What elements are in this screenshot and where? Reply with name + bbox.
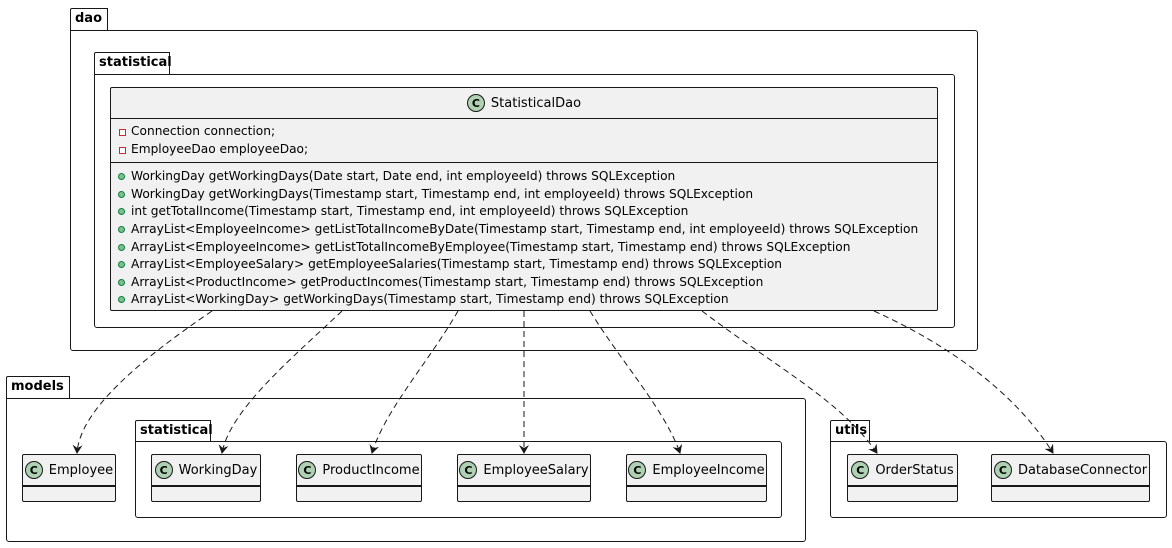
class-divider bbox=[23, 486, 115, 495]
class-name: DatabaseConnector bbox=[1017, 462, 1148, 478]
class-employee[interactable]: C Employee bbox=[22, 454, 116, 502]
class-divider bbox=[992, 486, 1149, 495]
arrow-to-database-connector bbox=[873, 310, 1054, 454]
package-label-utils: utils bbox=[835, 423, 868, 438]
method-item: int getTotalIncome(Timestamp start, Time… bbox=[111, 203, 937, 221]
method-item: ArrayList<EmployeeIncome> getListTotalIn… bbox=[111, 221, 937, 239]
arrow-to-working-day bbox=[218, 310, 343, 454]
class-name: StatisticalDao bbox=[490, 95, 582, 111]
class-header: C StatisticalDao bbox=[111, 88, 937, 119]
package-label-models: models bbox=[11, 379, 64, 394]
class-icon: C bbox=[628, 461, 647, 479]
class-header: C EmployeeSalary bbox=[458, 455, 590, 486]
package-label-models-statistical: statistical bbox=[140, 423, 213, 438]
package-label-dao-statistical: statistical bbox=[99, 55, 172, 70]
class-working-day[interactable]: C WorkingDay bbox=[151, 454, 261, 502]
package-label-dao: dao bbox=[75, 11, 103, 26]
method-item: ArrayList<ProductIncome> getProductIncom… bbox=[111, 274, 937, 292]
method-list: WorkingDay getWorkingDays(Date start, Da… bbox=[111, 162, 937, 309]
field-item: EmployeeDao employeeDao; bbox=[111, 141, 937, 159]
class-divider bbox=[152, 486, 260, 495]
class-divider bbox=[848, 486, 957, 495]
class-icon: C bbox=[154, 461, 173, 479]
class-icon: C bbox=[993, 461, 1012, 479]
class-divider bbox=[458, 486, 590, 495]
class-icon: C bbox=[466, 94, 485, 112]
class-header: C WorkingDay bbox=[152, 455, 260, 486]
class-divider bbox=[297, 486, 421, 495]
package-tab-models-statistical: statistical bbox=[135, 420, 213, 443]
class-name: EmployeeIncome bbox=[652, 462, 765, 478]
method-item: ArrayList<EmployeeIncome> getListTotalIn… bbox=[111, 239, 937, 257]
method-item: WorkingDay getWorkingDays(Timestamp star… bbox=[111, 186, 937, 204]
class-name: Employee bbox=[48, 462, 114, 478]
class-statistical-dao[interactable]: C StatisticalDao Connection connection; … bbox=[110, 87, 938, 311]
class-icon: C bbox=[851, 461, 870, 479]
field-list: Connection connection; EmployeeDao emplo… bbox=[111, 119, 937, 162]
package-tab-dao-statistical: statistical bbox=[94, 52, 172, 75]
class-header: C DatabaseConnector bbox=[992, 455, 1149, 486]
arrow-to-product-income bbox=[369, 310, 459, 454]
class-icon: C bbox=[298, 461, 317, 479]
class-order-status[interactable]: C OrderStatus bbox=[847, 454, 958, 502]
class-product-income[interactable]: C ProductIncome bbox=[296, 454, 422, 502]
class-icon: C bbox=[459, 461, 478, 479]
method-item: ArrayList<EmployeeSalary> getEmployeeSal… bbox=[111, 256, 937, 274]
class-icon: C bbox=[24, 461, 43, 479]
package-tab-models: models bbox=[6, 376, 70, 399]
class-header: C OrderStatus bbox=[848, 455, 957, 486]
arrow-to-employee-income bbox=[589, 310, 683, 454]
class-employee-income[interactable]: C EmployeeIncome bbox=[626, 454, 767, 502]
class-name: OrderStatus bbox=[875, 462, 954, 478]
field-item: Connection connection; bbox=[111, 123, 937, 141]
class-name: EmployeeSalary bbox=[483, 462, 589, 478]
package-tab-utils: utils bbox=[830, 420, 870, 443]
arrow-to-order-status bbox=[701, 310, 878, 454]
method-item: ArrayList<WorkingDay> getWorkingDays(Tim… bbox=[111, 291, 937, 309]
class-header: C Employee bbox=[23, 455, 115, 486]
class-name: ProductIncome bbox=[322, 462, 420, 478]
class-database-connector[interactable]: C DatabaseConnector bbox=[991, 454, 1150, 502]
method-item: WorkingDay getWorkingDays(Date start, Da… bbox=[111, 168, 937, 186]
class-employee-salary[interactable]: C EmployeeSalary bbox=[457, 454, 591, 502]
class-divider bbox=[627, 486, 766, 495]
class-header: C ProductIncome bbox=[297, 455, 421, 486]
class-header: C EmployeeIncome bbox=[627, 455, 766, 486]
arrow-to-employee bbox=[72, 310, 213, 454]
class-name: WorkingDay bbox=[178, 462, 258, 478]
package-tab-dao: dao bbox=[70, 8, 108, 31]
